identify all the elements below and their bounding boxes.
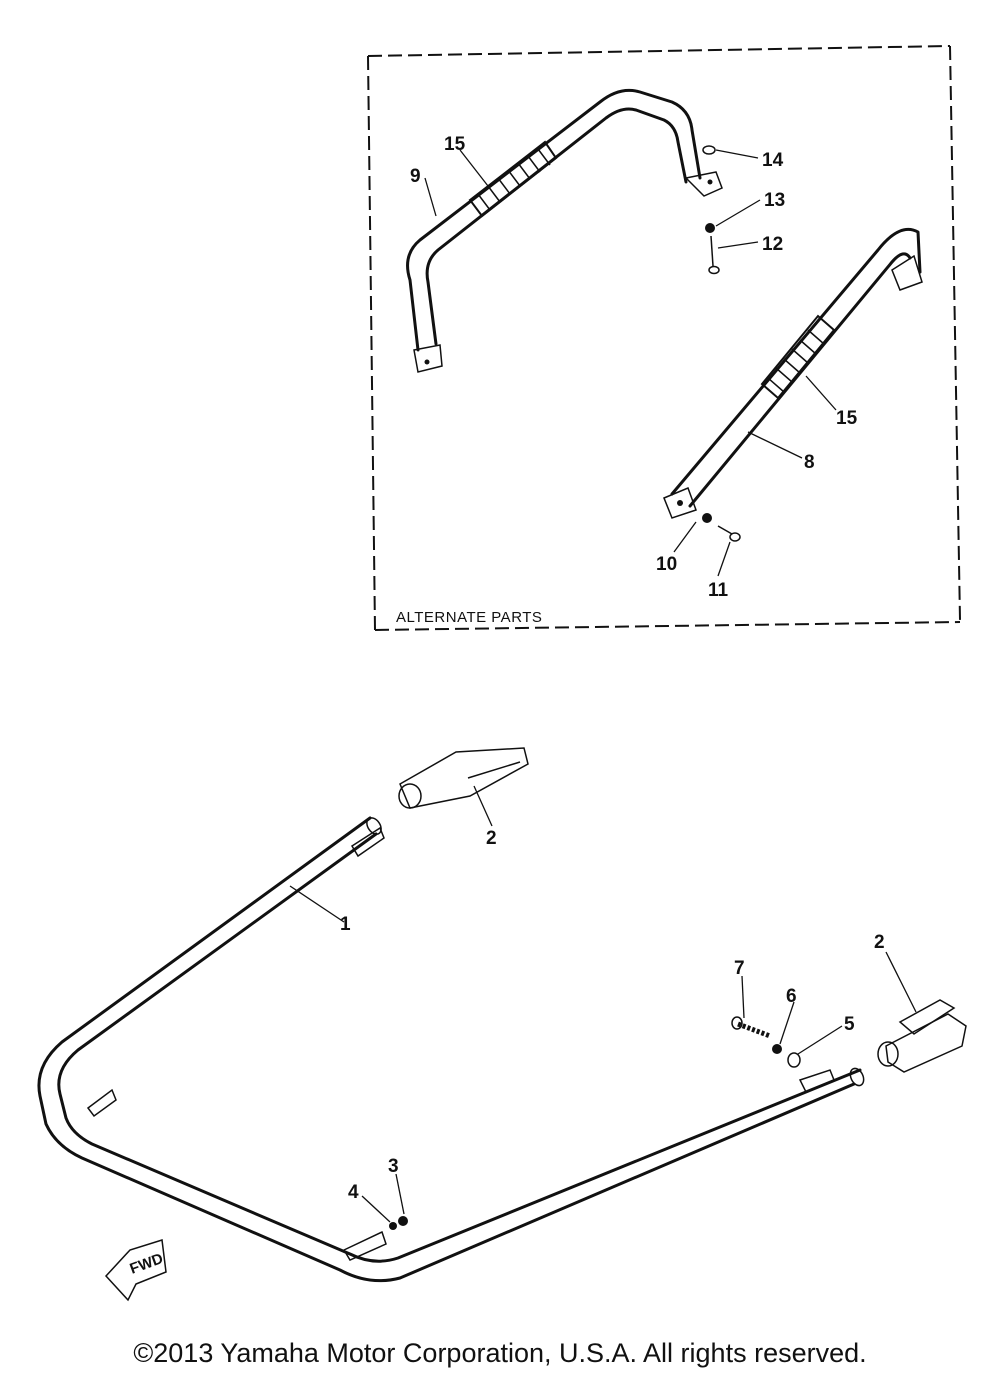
label-part-9: 9 — [410, 166, 421, 187]
label-part-12: 12 — [762, 234, 783, 255]
label-part-11: 11 — [708, 580, 729, 601]
leader-9 — [424, 177, 437, 217]
fwd-label: FWD — [128, 1250, 166, 1278]
label-part-15-upper: 15 — [444, 134, 466, 155]
part-2-end-cap-lower — [877, 999, 967, 1073]
label-part-4: 4 — [348, 1182, 359, 1203]
inset-border-left — [367, 55, 376, 631]
label-part-6: 6 — [786, 986, 797, 1007]
label-part-8: 8 — [804, 452, 815, 473]
part-8-grab-bar — [663, 227, 923, 519]
leader-14 — [715, 149, 759, 159]
leader-4 — [361, 1195, 391, 1223]
part-13-washer — [705, 223, 715, 233]
label-part-7: 7 — [734, 958, 745, 979]
part-5-collar — [787, 1052, 801, 1068]
part-3-washer — [398, 1216, 408, 1226]
label-part-2-lower: 2 — [874, 932, 885, 953]
leader-13 — [715, 199, 761, 227]
leader-11 — [717, 541, 731, 577]
copyright-notice: ©2013 Yamaha Motor Corporation, U.S.A. A… — [133, 1338, 867, 1368]
label-part-15-lower: 15 — [836, 408, 858, 429]
leader-3 — [395, 1173, 405, 1215]
part-1-bumper-frame — [37, 816, 865, 1283]
label-part-5: 5 — [844, 1014, 855, 1035]
leader-2b — [885, 951, 917, 1013]
label-part-1: 1 — [340, 914, 351, 935]
inset-border-right — [949, 45, 961, 621]
leader-12 — [717, 241, 759, 249]
leader-1 — [289, 885, 345, 923]
part-6-washer — [772, 1044, 782, 1054]
leader-8 — [747, 431, 803, 459]
inset-caption: ALTERNATE PARTS — [396, 609, 542, 626]
inset-border-top — [367, 45, 951, 57]
inset-border-bottom — [374, 621, 961, 631]
alternate-parts-inset: ALTERNATE PARTS — [367, 45, 961, 631]
part-15-grip-lower — [760, 314, 836, 400]
label-part-14: 14 — [762, 150, 784, 171]
leader-15b — [805, 375, 837, 411]
part-15-grip-upper — [468, 140, 558, 218]
part-2-end-cap-upper — [398, 747, 529, 809]
part-14-cap — [702, 145, 716, 155]
leader-6 — [779, 1001, 795, 1045]
leader-15a — [459, 149, 489, 187]
part-11-bolt — [717, 525, 741, 542]
leader-7 — [741, 975, 745, 1019]
leader-10 — [673, 521, 697, 553]
part-9-grab-bar — [406, 88, 723, 373]
leader-5 — [797, 1025, 843, 1055]
fwd-arrow: FWD — [104, 1239, 167, 1302]
label-part-13: 13 — [764, 190, 785, 211]
label-part-10: 10 — [656, 554, 677, 575]
leader-2a — [473, 785, 493, 827]
label-part-3: 3 — [388, 1156, 399, 1177]
part-4-washer — [389, 1222, 397, 1230]
label-part-2-upper: 2 — [486, 828, 497, 849]
part-10-washer — [702, 513, 712, 523]
part-7-bolt — [731, 1016, 771, 1039]
part-12-bolt — [708, 235, 720, 275]
